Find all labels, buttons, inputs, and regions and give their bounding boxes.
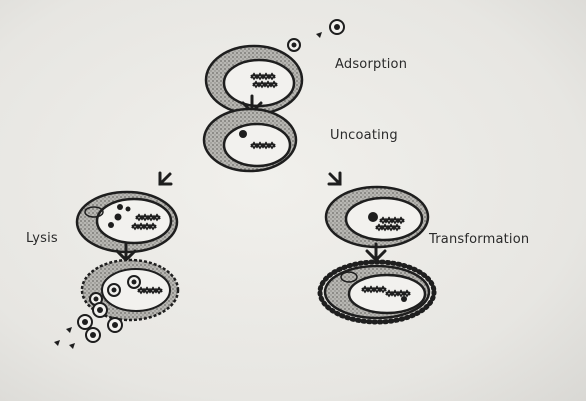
virus-particle [287,38,301,52]
cell-transformed [317,259,437,325]
motion-arrow-icon [54,327,75,349]
label-lysis: Lysis [26,231,58,246]
label-uncoating: Uncoating [330,128,398,143]
motion-arrow-icon [316,32,322,38]
arrow-left-branch-icon [158,171,173,186]
viral-core [239,130,247,138]
arrow-right-branch-icon [327,171,342,186]
cell-uncoating [202,107,298,173]
label-transformation: Transformation [429,232,530,247]
cell-transformation-integration [324,185,430,249]
cell-adsorption [204,19,345,116]
virus-particle [329,19,345,35]
label-adsorption: Adsorption [335,57,408,72]
cell-lysis-burst [54,258,180,349]
